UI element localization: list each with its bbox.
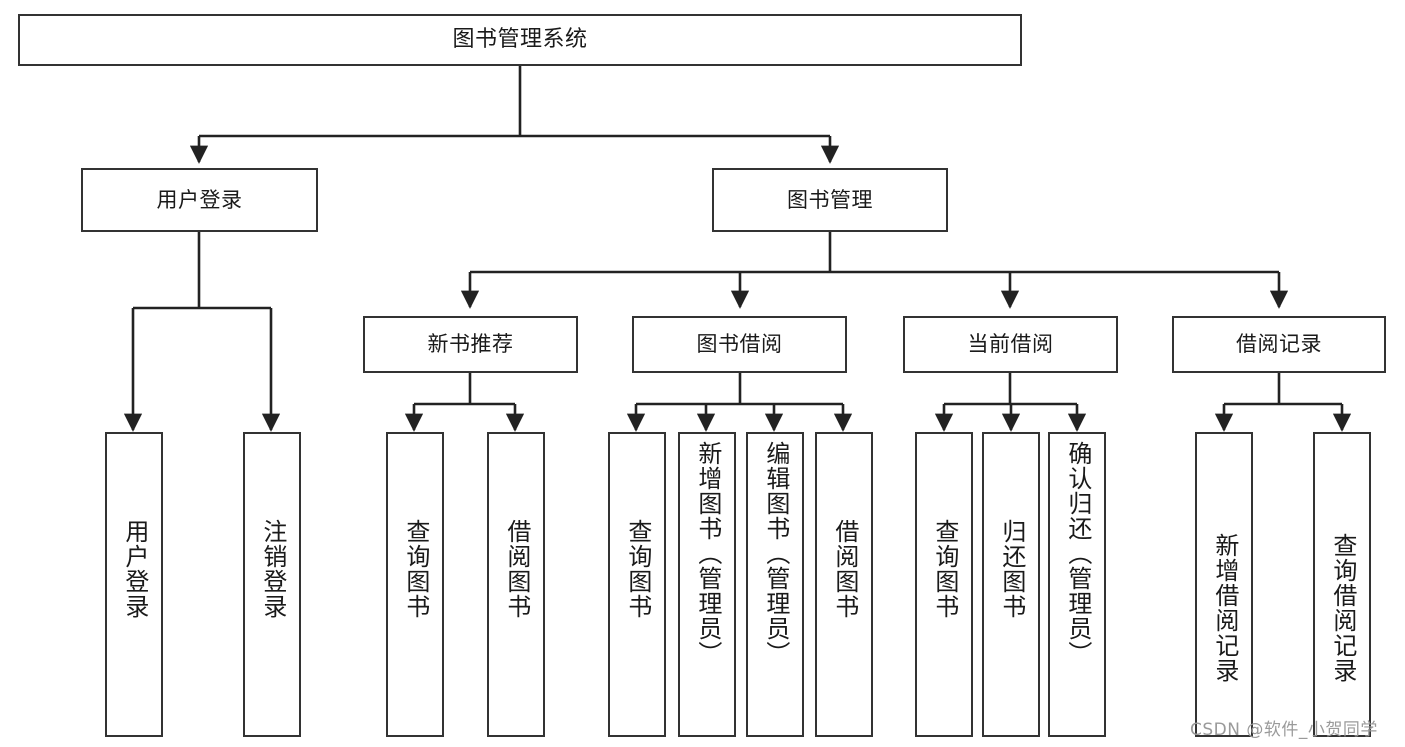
leaf-query-book-borrow[interactable]: 查询图书 [608,432,666,737]
node-label: 查询借阅记录 [1328,533,1357,683]
node-label: 查询图书 [401,519,430,619]
node-label: 新增图书（管理员） [693,441,722,666]
node-label: 借阅图书 [502,519,531,619]
leaf-add-book-admin[interactable]: 新增图书（管理员） [678,432,736,737]
node-label: 查询图书 [930,519,959,619]
leaf-borrow-book[interactable]: 借阅图书 [815,432,873,737]
node-root-book-management-system[interactable]: 图书管理系统 [18,14,1022,66]
leaf-query-book-recommend[interactable]: 查询图书 [386,432,444,737]
node-borrow-record[interactable]: 借阅记录 [1172,316,1386,373]
leaf-query-book-current[interactable]: 查询图书 [915,432,973,737]
leaf-return-book[interactable]: 归还图书 [982,432,1040,737]
node-label: 图书管理系统 [452,27,588,53]
node-label: 图书借阅 [696,332,783,357]
node-new-book-recommend[interactable]: 新书推荐 [363,316,578,373]
leaf-confirm-return-admin[interactable]: 确认归还（管理员） [1048,432,1106,737]
node-label: 当前借阅 [967,332,1054,357]
node-label: 查询图书 [623,519,652,619]
leaf-add-borrow-record[interactable]: 新增借阅记录 [1195,432,1253,737]
node-label: 图书管理 [787,187,873,212]
leaf-user-login[interactable]: 用户登录 [105,432,163,737]
node-label: 用户登录 [156,187,243,212]
leaf-edit-book-admin[interactable]: 编辑图书（管理员） [746,432,804,737]
leaf-borrow-book-recommend[interactable]: 借阅图书 [487,432,545,737]
csdn-watermark: CSDN @软件_小贺同学 [1190,720,1378,740]
leaf-query-borrow-record[interactable]: 查询借阅记录 [1313,432,1371,737]
node-book-management[interactable]: 图书管理 [712,168,948,232]
node-user-login[interactable]: 用户登录 [81,168,318,232]
node-label: 新书推荐 [427,332,514,357]
node-label: 编辑图书（管理员） [761,441,790,666]
node-label: 借阅图书 [830,519,859,619]
node-label: 归还图书 [997,519,1026,619]
node-current-borrow[interactable]: 当前借阅 [903,316,1118,373]
node-label: 新增借阅记录 [1210,533,1239,683]
node-book-borrow[interactable]: 图书借阅 [632,316,847,373]
node-label: 注销登录 [258,519,287,619]
leaf-logout-login[interactable]: 注销登录 [243,432,301,737]
node-label: 借阅记录 [1236,332,1322,357]
node-label: 确认归还（管理员） [1063,441,1092,666]
node-label: 用户登录 [120,519,149,619]
